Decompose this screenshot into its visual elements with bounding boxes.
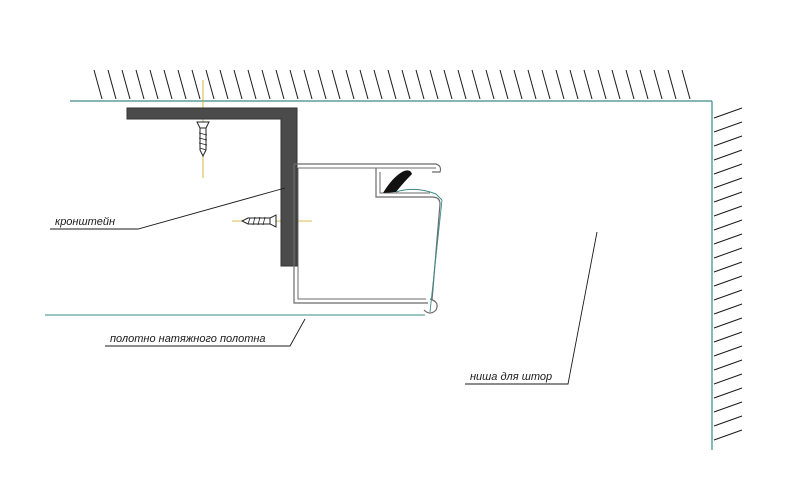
canvas-label: полотно натяжного полотна [110, 333, 266, 345]
hatch-mark [387, 69, 397, 100]
hatch-mark [485, 69, 495, 100]
hatch-mark [583, 69, 593, 100]
hatch-mark [713, 289, 743, 301]
hatch-mark [713, 177, 743, 189]
hatch-mark [373, 69, 383, 100]
hatch-mark [713, 275, 743, 287]
hatch-mark [331, 69, 341, 100]
hatch-mark [149, 69, 159, 100]
screw-icon [196, 121, 210, 158]
hatch-mark [713, 429, 743, 441]
canvas-tension-line [429, 199, 443, 313]
hatch-mark [135, 69, 145, 100]
hatch-mark [317, 69, 327, 100]
hatch-mark [121, 69, 131, 100]
hatch-mark [713, 135, 743, 147]
hatch-mark [713, 331, 743, 343]
canvas-leader-line [105, 318, 306, 347]
hatch-mark [163, 69, 173, 100]
canvas-edge-fold [395, 188, 443, 201]
hatch-mark [261, 69, 271, 100]
hatch-mark [177, 69, 187, 100]
niche-label: ниша для штор [470, 371, 552, 383]
hatch-mark [471, 69, 481, 100]
hatch-mark [457, 69, 467, 100]
hatch-mark [625, 69, 635, 100]
bracket-label: кронштейн [55, 216, 115, 228]
niche-leader-line [465, 231, 598, 385]
hatch-mark [513, 69, 523, 100]
hatch-mark [713, 373, 743, 385]
hatch-mark [713, 107, 743, 119]
hatch-mark [93, 69, 103, 100]
hatch-mark [713, 415, 743, 427]
hatch-mark [247, 69, 257, 100]
hatch-mark [713, 233, 743, 245]
hatch-mark [713, 163, 743, 175]
hatch-mark [275, 69, 285, 100]
hatch-mark [429, 69, 439, 100]
hatch-mark [713, 247, 743, 259]
aluminium-profile [293, 163, 442, 314]
hatch-mark [289, 69, 299, 100]
hatch-mark [713, 261, 743, 273]
hatch-mark [713, 121, 743, 133]
hatch-mark [555, 69, 565, 100]
hatch-mark [713, 359, 743, 371]
hatch-mark [443, 69, 453, 100]
wall-hatching [713, 107, 743, 441]
hatch-mark [713, 387, 743, 399]
hatch-mark [401, 69, 411, 100]
hatch-mark [107, 69, 117, 100]
hatch-mark [359, 69, 369, 100]
hatch-mark [205, 69, 215, 100]
hatch-mark [667, 69, 677, 100]
harpoon-clip-icon [383, 170, 412, 193]
hatch-mark [191, 69, 201, 100]
hatch-mark [639, 69, 649, 100]
hatch-mark [713, 205, 743, 217]
l-bracket [126, 107, 298, 267]
hatch-mark [415, 69, 425, 100]
hatch-mark [653, 69, 663, 100]
hatch-mark [541, 69, 551, 100]
hatch-mark [219, 69, 229, 100]
ceiling-hatching [93, 69, 691, 100]
hatch-mark [303, 69, 313, 100]
screw-icon [240, 214, 277, 228]
hatch-mark [569, 69, 579, 100]
hatch-mark [499, 69, 509, 100]
hatch-mark [713, 303, 743, 315]
hatch-mark [681, 69, 691, 100]
hatch-mark [713, 401, 743, 413]
hatch-mark [597, 69, 607, 100]
hatch-mark [527, 69, 537, 100]
hatch-mark [713, 219, 743, 231]
hatch-mark [611, 69, 621, 100]
hatch-mark [713, 149, 743, 161]
hatch-mark [713, 191, 743, 203]
bracket-leader-line [50, 187, 286, 230]
hatch-mark [713, 345, 743, 357]
hatch-mark [345, 69, 355, 100]
hatch-mark [713, 317, 743, 329]
hatch-mark [233, 69, 243, 100]
